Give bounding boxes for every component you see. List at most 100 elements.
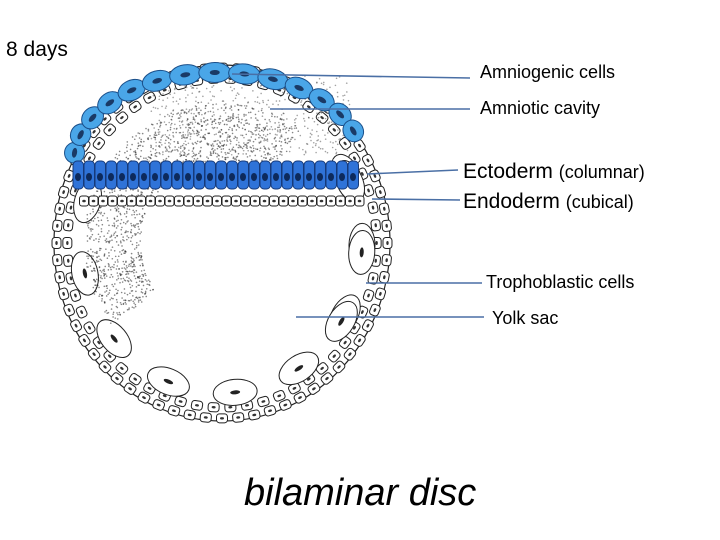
trophoblast-cell bbox=[382, 237, 393, 249]
trophoblast-cell bbox=[57, 185, 70, 199]
trophoblast-cell bbox=[57, 287, 70, 301]
endoderm-cell bbox=[316, 195, 327, 207]
endoderm-cell bbox=[278, 195, 289, 207]
trophoblast-cell bbox=[381, 219, 392, 232]
label-amniotic-cavity: Amniotic cavity bbox=[480, 98, 601, 118]
label-ectoderm-note: (columnar) bbox=[558, 162, 645, 182]
ectoderm-cell bbox=[347, 160, 359, 190]
endoderm-cell bbox=[155, 195, 165, 207]
label-endoderm: Endoderm (cubical) bbox=[463, 190, 634, 214]
ectoderm-cell bbox=[303, 160, 315, 190]
label-endoderm-note: (cubical) bbox=[565, 192, 634, 212]
endoderm-cell bbox=[98, 195, 108, 207]
trophoblastic-cell bbox=[278, 351, 320, 386]
trophoblast-cell bbox=[381, 254, 392, 267]
trophoblastic-cell bbox=[96, 319, 132, 358]
amniogenic-cell bbox=[342, 119, 365, 143]
endoderm-cell bbox=[126, 195, 137, 207]
trophoblast-cell bbox=[52, 219, 63, 232]
trophoblast-cell bbox=[183, 409, 196, 421]
endoderm-cell bbox=[288, 195, 298, 207]
endoderm-cell bbox=[221, 195, 232, 207]
trophoblast-cell bbox=[332, 360, 346, 374]
ectoderm-cell bbox=[127, 160, 139, 190]
endoderm-cell bbox=[269, 195, 279, 207]
trophoblast-cell bbox=[378, 202, 390, 216]
label-amniogenic-cells: Amniogenic cells bbox=[480, 62, 616, 82]
trophoblast-cell bbox=[87, 347, 101, 361]
trophoblast-cell bbox=[63, 303, 75, 317]
endoderm-cell bbox=[136, 195, 146, 207]
trophoblastic-cell bbox=[324, 300, 358, 342]
trophoblast-cell bbox=[315, 111, 329, 124]
trophoblast-cell bbox=[207, 402, 220, 413]
trophoblast-cell bbox=[353, 333, 366, 347]
trophoblast-cell bbox=[338, 336, 352, 349]
pointer-amniogenic bbox=[231, 73, 471, 79]
pointer-endoderm bbox=[371, 198, 461, 201]
endoderm-cell bbox=[307, 195, 317, 207]
trophoblast-cell bbox=[128, 100, 142, 113]
ectoderm-cell bbox=[325, 160, 337, 190]
ectoderm-cell bbox=[83, 160, 95, 190]
endoderm-cell bbox=[259, 195, 270, 207]
trophoblast-cell bbox=[327, 349, 341, 363]
trophoblast-cell bbox=[83, 321, 96, 335]
endoderm-cell bbox=[107, 195, 118, 207]
endoderm-cell bbox=[335, 195, 346, 207]
trophoblast-cell bbox=[92, 137, 106, 150]
ectoderm-cell bbox=[182, 160, 194, 190]
trophoblast-cell bbox=[362, 289, 375, 302]
trophoblast-cell bbox=[374, 185, 387, 199]
trophoblast-cell bbox=[75, 305, 88, 319]
trophoblast-cell bbox=[353, 139, 366, 153]
trophoblast-cell bbox=[128, 373, 142, 386]
ectoderm-layer bbox=[72, 160, 359, 190]
trophoblast-cell bbox=[278, 399, 292, 411]
trophoblast-cell bbox=[63, 219, 74, 232]
trophoblast-cell bbox=[54, 202, 66, 216]
trophoblast-cell bbox=[103, 123, 117, 137]
pointer-lines bbox=[231, 73, 484, 318]
trophoblast-cell bbox=[78, 333, 91, 347]
trophoblast-cell bbox=[69, 289, 82, 302]
endoderm-cell bbox=[231, 195, 241, 207]
trophoblast-cell bbox=[110, 372, 124, 385]
endoderm-cell bbox=[345, 195, 355, 207]
ectoderm-cell bbox=[336, 160, 348, 190]
trophoblast-cell bbox=[123, 382, 137, 395]
amniogenic-cell bbox=[141, 69, 173, 92]
endoderm-cell bbox=[183, 195, 194, 207]
trophoblast-cell bbox=[367, 201, 379, 214]
trophoblast-cell bbox=[152, 399, 166, 411]
endoderm-layer bbox=[79, 195, 365, 207]
ectoderm-cell bbox=[292, 160, 304, 190]
label-ectoderm-name: Ectoderm bbox=[463, 160, 553, 183]
trophoblast-cell bbox=[62, 237, 73, 249]
ectoderm-cell bbox=[204, 160, 216, 190]
trophoblast-cell bbox=[257, 395, 270, 408]
pointer-ectoderm bbox=[366, 169, 459, 175]
trophoblastic-cell bbox=[348, 229, 376, 275]
trophoblast-cell bbox=[378, 270, 390, 284]
endoderm-cell bbox=[79, 195, 89, 207]
trophoblast-cell bbox=[248, 409, 261, 421]
ectoderm-cell bbox=[281, 160, 293, 190]
endoderm-cell bbox=[174, 195, 184, 207]
trophoblast-cell bbox=[361, 319, 374, 333]
trophoblast-cell bbox=[115, 362, 129, 375]
ectoderm-cell bbox=[226, 160, 238, 190]
label-ectoderm: Ectoderm (columnar) bbox=[463, 160, 645, 184]
trophoblastic-cell bbox=[146, 366, 190, 397]
trophoblast-cell bbox=[307, 382, 321, 395]
trophoblast-cell bbox=[174, 395, 187, 408]
label-yolk-sac: Yolk sac bbox=[492, 308, 559, 328]
trophoblast-cell bbox=[327, 123, 341, 137]
trophoblast-cell bbox=[369, 303, 381, 317]
endoderm-cell bbox=[354, 195, 365, 207]
endoderm-cell bbox=[202, 195, 213, 207]
endoderm-cell bbox=[117, 195, 127, 207]
endoderm-cell bbox=[193, 195, 203, 207]
trophoblast-cell bbox=[361, 153, 374, 167]
ectoderm-cell bbox=[72, 160, 84, 190]
